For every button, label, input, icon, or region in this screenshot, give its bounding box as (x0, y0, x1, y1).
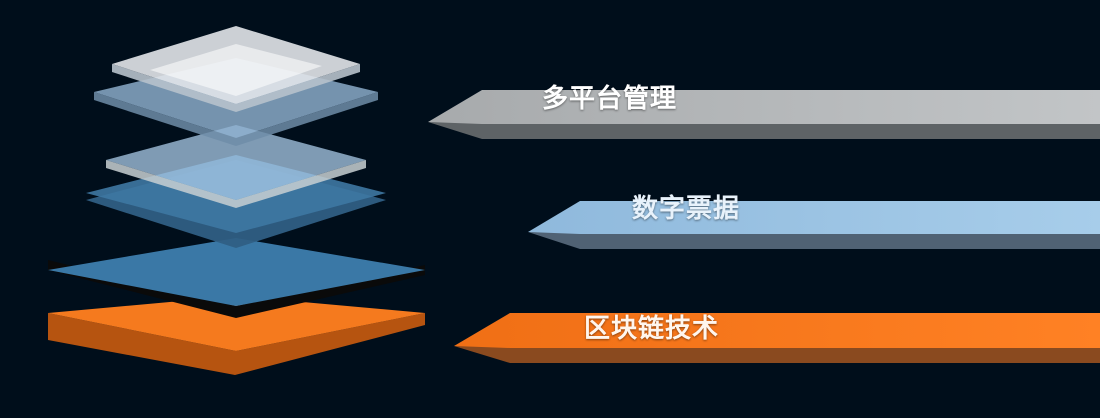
label-digital-bills: 数字票据 (632, 194, 741, 224)
arrow-gray (428, 90, 1100, 139)
layer-stack (48, 26, 425, 375)
stack-layer-blue-dark (48, 238, 425, 318)
arrow-orange (454, 313, 1100, 363)
stack-layer-blue-light (106, 125, 366, 208)
stack-layer-orange (48, 296, 425, 375)
stack-layer-top (112, 26, 360, 112)
label-multi-platform-management: 多平台管理 (542, 84, 678, 114)
arrow-light-blue (528, 201, 1100, 249)
label-blockchain-technology: 区块链技术 (584, 314, 720, 344)
